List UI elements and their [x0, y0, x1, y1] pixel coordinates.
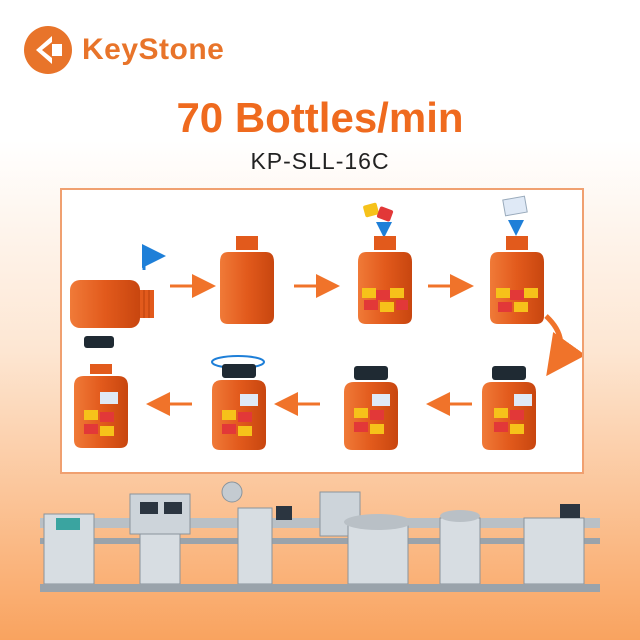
process-panel [60, 188, 584, 474]
process-arrow [544, 314, 582, 377]
place-cap-icon [482, 366, 536, 450]
packaging-line-illustration [40, 481, 600, 592]
model-number: KP-SLL-16C [250, 148, 390, 174]
fill-gummies-icon [358, 202, 412, 324]
insert-desiccant-icon [490, 195, 544, 324]
empty-bottle-icon [220, 236, 274, 324]
brand-logo: KeyStone [22, 24, 224, 76]
screw-cap-icon [211, 355, 266, 450]
bottle-lying-icon [70, 244, 166, 328]
capped-bottle-icon [344, 366, 398, 450]
arrow-diamond-logo-icon [24, 26, 72, 74]
speed-headline: 70 Bottles/min [176, 94, 464, 141]
brand-name: KeyStone [82, 33, 225, 66]
finished-bottle-icon [74, 336, 128, 448]
